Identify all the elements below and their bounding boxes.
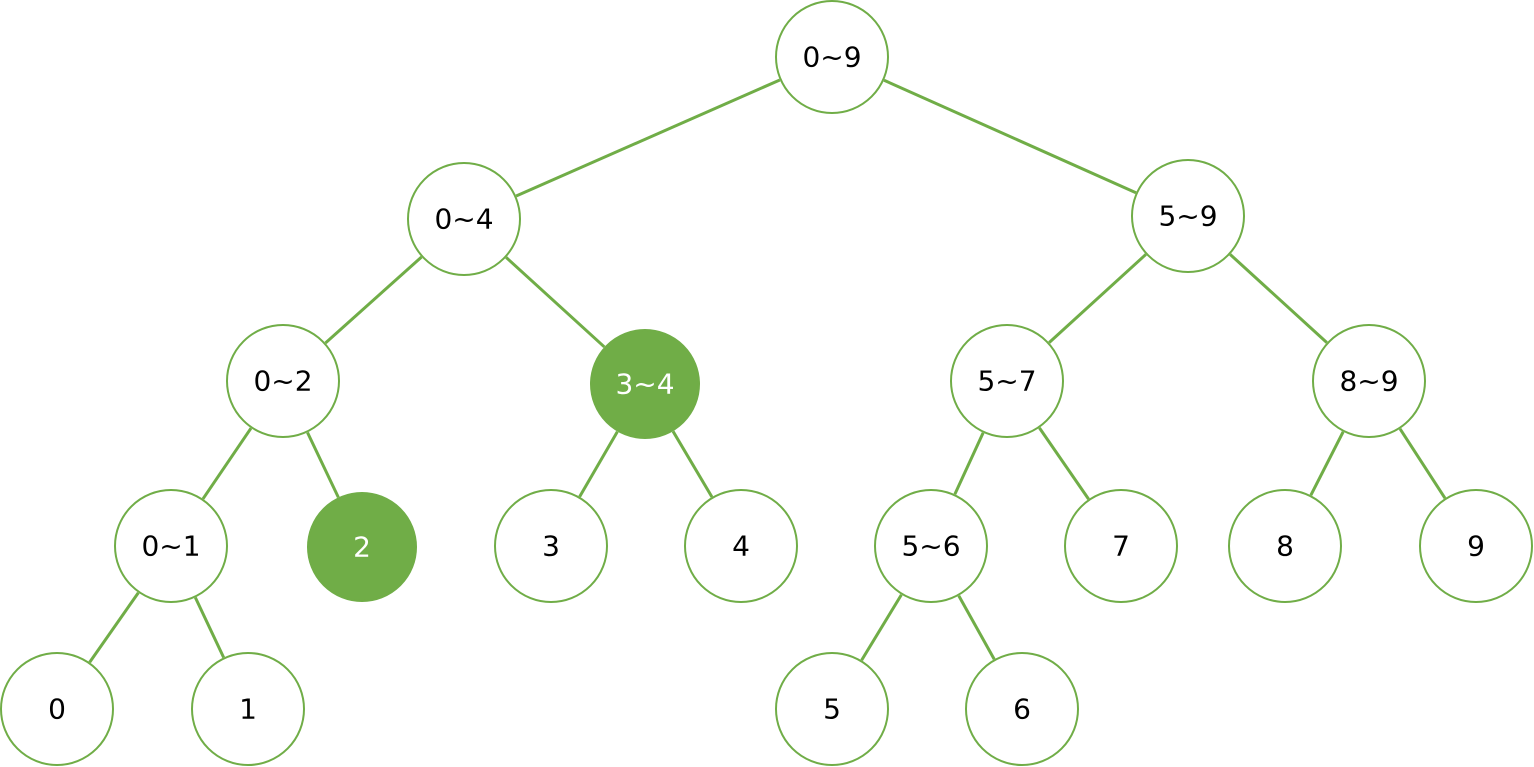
node-label-n9: 9	[1467, 530, 1485, 563]
edge-n3-4-to-n3	[578, 430, 619, 498]
tree-node-n0: 0	[0, 652, 114, 766]
tree-node-n8: 8	[1228, 489, 1342, 603]
node-circle-n9	[1419, 489, 1533, 603]
node-circle-n0-9	[775, 0, 889, 114]
edge-n0-9-to-n5-9	[883, 78, 1137, 195]
tree-node-n5-7: 5~7	[950, 324, 1064, 438]
tree-node-n4: 4	[684, 489, 798, 603]
tree-node-n3: 3	[494, 489, 608, 603]
tree-node-n8-9: 8~9	[1312, 324, 1426, 438]
tree-node-n0-1: 0~1	[114, 489, 228, 603]
edge-n0-4-to-n3-4	[505, 256, 606, 349]
node-label-n2: 2	[353, 531, 371, 564]
tree-node-n7: 7	[1064, 489, 1178, 603]
node-label-n6: 6	[1013, 693, 1031, 726]
edge-n0-1-to-n1	[193, 596, 226, 659]
node-label-n0-4: 0~4	[434, 203, 493, 236]
node-label-n0-9: 0~9	[802, 41, 861, 74]
node-circle-n5-9	[1131, 159, 1245, 273]
node-label-n0-2: 0~2	[253, 365, 312, 398]
edge-n8-9-to-n9	[1398, 428, 1447, 499]
node-circle-n3	[494, 489, 608, 603]
node-label-n4: 4	[732, 530, 750, 563]
node-label-n5-6: 5~6	[901, 530, 960, 563]
node-circle-n8	[1228, 489, 1342, 603]
node-label-n1: 1	[239, 693, 257, 726]
edge-n0-4-to-n0-2	[324, 255, 423, 345]
node-label-n5: 5	[823, 693, 841, 726]
tree-node-n3-4: 3~4	[590, 329, 700, 439]
tree-node-n5-9: 5~9	[1131, 159, 1245, 273]
edge-n3-4-to-n4	[671, 430, 714, 498]
node-label-n3-4: 3~4	[615, 368, 674, 401]
node-circle-n4	[684, 489, 798, 603]
node-circle-n8-9	[1312, 324, 1426, 438]
edge-n0-2-to-n0-1	[201, 427, 253, 500]
node-label-n8: 8	[1276, 530, 1294, 563]
node-circle-n7	[1064, 489, 1178, 603]
edge-n5-9-to-n8-9	[1229, 253, 1328, 344]
node-circle-n5	[775, 652, 889, 766]
node-circle-n5-6	[874, 489, 988, 603]
tree-node-n0-2: 0~2	[226, 324, 340, 438]
edge-n0-2-to-n2	[306, 431, 340, 498]
tree-node-n2: 2	[307, 492, 417, 602]
tree-node-n9: 9	[1419, 489, 1533, 603]
node-label-n3: 3	[542, 530, 560, 563]
node-circle-n0-2	[226, 324, 340, 438]
tree-node-n0-9: 0~9	[775, 0, 889, 114]
edge-n5-6-to-n5	[860, 593, 903, 662]
tree-edges	[88, 78, 1447, 664]
tree-node-n5-6: 5~6	[874, 489, 988, 603]
node-circle-n0-4	[407, 162, 521, 276]
node-label-n5-7: 5~7	[977, 365, 1036, 398]
node-label-n7: 7	[1112, 530, 1130, 563]
tree-node-n5: 5	[775, 652, 889, 766]
node-label-n0-1: 0~1	[141, 530, 200, 563]
node-circle-n5-7	[950, 324, 1064, 438]
node-circle-n2	[307, 492, 417, 602]
node-label-n8-9: 8~9	[1339, 365, 1398, 398]
edge-n8-9-to-n8	[1309, 431, 1345, 496]
tree-node-n6: 6	[965, 652, 1079, 766]
edge-n5-6-to-n6	[957, 595, 996, 660]
node-label-n5-9: 5~9	[1158, 200, 1217, 233]
node-circle-n6	[965, 652, 1079, 766]
node-label-n0: 0	[48, 693, 66, 726]
edge-n5-7-to-n7	[1038, 427, 1090, 500]
tree-node-n1: 1	[191, 652, 305, 766]
edge-n0-1-to-n0	[88, 591, 140, 664]
node-circle-n0-1	[114, 489, 228, 603]
edge-n5-9-to-n5-7	[1048, 253, 1147, 344]
node-circle-n0	[0, 652, 114, 766]
tree-node-n0-4: 0~4	[407, 162, 521, 276]
node-circle-n3-4	[590, 329, 700, 439]
edge-n0-9-to-n0-4	[515, 78, 781, 198]
node-circle-n1	[191, 652, 305, 766]
edge-n5-7-to-n5-6	[953, 432, 985, 495]
